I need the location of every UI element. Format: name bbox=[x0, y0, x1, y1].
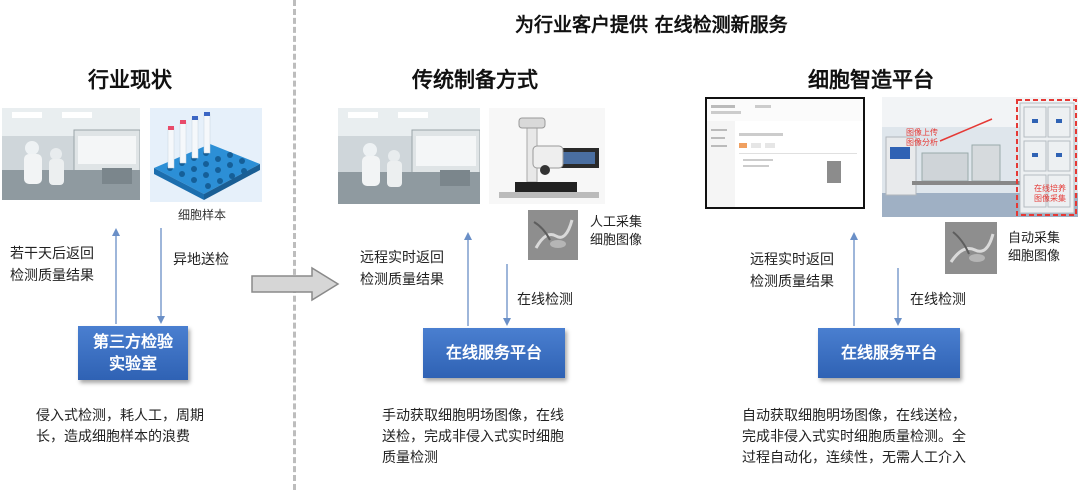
trad-desc-2: 送检，完成非侵入式实时细胞 bbox=[382, 429, 564, 445]
down-arrow bbox=[894, 268, 902, 326]
up-arrow bbox=[850, 232, 858, 326]
current-desc-1: 侵入式检测，耗人工，周期 bbox=[36, 408, 204, 424]
online-platform-box: 在线服务平台 bbox=[423, 328, 565, 378]
trad-desc-1: 手动获取细胞明场图像，在线 bbox=[382, 408, 564, 424]
trad-up-label-2: 检测质量结果 bbox=[360, 272, 444, 288]
current-up-label-2: 检测质量结果 bbox=[10, 268, 94, 284]
gray-process-arrow bbox=[251, 266, 340, 302]
smart-capture-label-2: 细胞图像 bbox=[1008, 249, 1061, 264]
cell-image bbox=[945, 222, 997, 274]
photo-annotation-left-2: 图像分析 bbox=[906, 138, 938, 147]
lab-photo bbox=[2, 108, 140, 200]
photo-annotation-right-1: 在线培养 bbox=[1034, 184, 1066, 193]
sample-label: 细胞样本 bbox=[178, 208, 227, 222]
photo-annotation-left-1: 图像上传 bbox=[906, 128, 938, 137]
current-desc-2: 长，造成细胞样本的浪费 bbox=[36, 429, 190, 445]
box-line-1: 第三方检验 bbox=[92, 332, 173, 351]
down-arrow bbox=[503, 264, 511, 326]
section-divider bbox=[293, 0, 296, 490]
trad-up-label-1: 远程实时返回 bbox=[360, 250, 444, 266]
microscope-photo bbox=[489, 108, 605, 204]
online-platform-box: 在线服务平台 bbox=[818, 328, 960, 378]
smart-desc-3: 过程自动化，连续性，无需人工介入 bbox=[742, 450, 966, 466]
smart-capture-label-1: 自动采集 bbox=[1008, 231, 1061, 246]
current-down-label: 异地送检 bbox=[173, 252, 229, 268]
section-title-traditional: 传统制备方式 bbox=[412, 68, 538, 92]
trad-capture-label-1: 人工采集 bbox=[590, 215, 643, 230]
current-up-label-1: 若干天后返回 bbox=[10, 246, 94, 262]
smart-up-label-1: 远程实时返回 bbox=[750, 252, 834, 268]
trad-desc-3: 质量检测 bbox=[382, 450, 438, 466]
banner-title: 为行业客户提供 在线检测新服务 bbox=[515, 14, 788, 36]
up-arrow bbox=[112, 228, 120, 324]
photo-annotation-right-2: 图像采集 bbox=[1034, 194, 1066, 203]
trad-capture-label-2: 细胞图像 bbox=[590, 233, 643, 248]
smart-desc-2: 完成非侵入式实时细胞质量检测。全 bbox=[742, 429, 966, 445]
third-party-lab-box: 第三方检验 实验室 bbox=[78, 326, 188, 380]
software-screenshot bbox=[705, 97, 865, 209]
section-title-smart: 细胞智造平台 bbox=[808, 68, 934, 92]
box-line-2: 实验室 bbox=[108, 354, 157, 373]
up-arrow bbox=[464, 232, 472, 326]
lab-photo bbox=[338, 108, 480, 204]
cell-image bbox=[528, 210, 578, 260]
down-arrow bbox=[157, 228, 165, 324]
section-title-current: 行业现状 bbox=[88, 68, 172, 92]
tube-rack-photo bbox=[150, 108, 262, 202]
trad-down-label: 在线检测 bbox=[517, 292, 573, 308]
smart-down-label: 在线检测 bbox=[910, 292, 966, 308]
smart-desc-1: 自动获取细胞明场图像，在线送检， bbox=[742, 408, 966, 424]
workstation-photo bbox=[882, 97, 1078, 217]
smart-up-label-2: 检测质量结果 bbox=[750, 274, 834, 290]
